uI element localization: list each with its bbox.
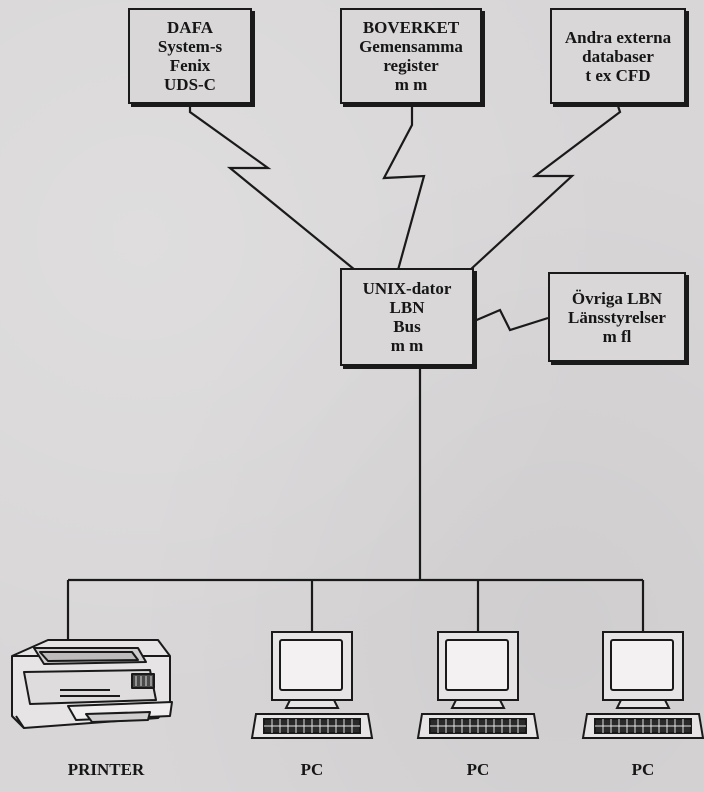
box-andra-line-1: Andra externa — [564, 27, 672, 47]
box-ovriga-line-1: Övriga LBN — [571, 288, 663, 308]
box-dafa-line-4: UDS-C — [164, 75, 216, 94]
box-ovriga-lbn: Övriga LBN Länsstyrelser m fl — [548, 272, 686, 362]
box-ovriga-line-3: m fl — [602, 326, 632, 346]
box-unix-line-4: m m — [390, 336, 424, 355]
box-boverket: BOVERKET Gemensamma register m m — [340, 8, 482, 104]
printer-icon — [11, 639, 173, 729]
box-dafa-line-1: DAFA — [167, 18, 213, 37]
box-dafa-line-2: System-s — [157, 37, 223, 56]
printer-label: PRINTER — [67, 760, 145, 779]
box-andra-line-3: t ex CFD — [585, 65, 651, 85]
pc3-label: PC — [631, 760, 655, 779]
pc2-label: PC — [466, 760, 490, 779]
link-unix-ovriga — [471, 308, 549, 332]
pc3-icon — [581, 631, 704, 739]
box-unix-line-3: Bus — [393, 317, 421, 336]
link-andra-unix — [469, 105, 622, 271]
box-dafa: DAFA System-s Fenix UDS-C — [128, 8, 252, 104]
box-andra-line-2: databaser — [582, 46, 654, 66]
box-dafa-line-3: Fenix — [169, 56, 211, 75]
box-unix-line-1: UNIX-dator — [362, 279, 452, 298]
box-boverket-line-1: BOVERKET — [362, 18, 460, 37]
box-andra-externa: Andra externa databaser t ex CFD — [550, 8, 686, 104]
box-ovriga-line-2: Länsstyrelser — [568, 307, 666, 327]
box-boverket-line-3: register — [383, 56, 439, 75]
box-unix-dator: UNIX-dator LBN Bus m m — [340, 268, 474, 366]
pc2-icon — [416, 631, 540, 739]
pc1-label: PC — [300, 760, 324, 779]
box-boverket-line-2: Gemensamma — [359, 37, 463, 56]
link-dafa-unix — [188, 106, 356, 271]
box-unix-line-2: LBN — [389, 298, 425, 317]
box-boverket-line-4: m m — [394, 75, 428, 94]
link-boverket-unix — [382, 106, 426, 271]
pc1-icon — [250, 631, 374, 739]
